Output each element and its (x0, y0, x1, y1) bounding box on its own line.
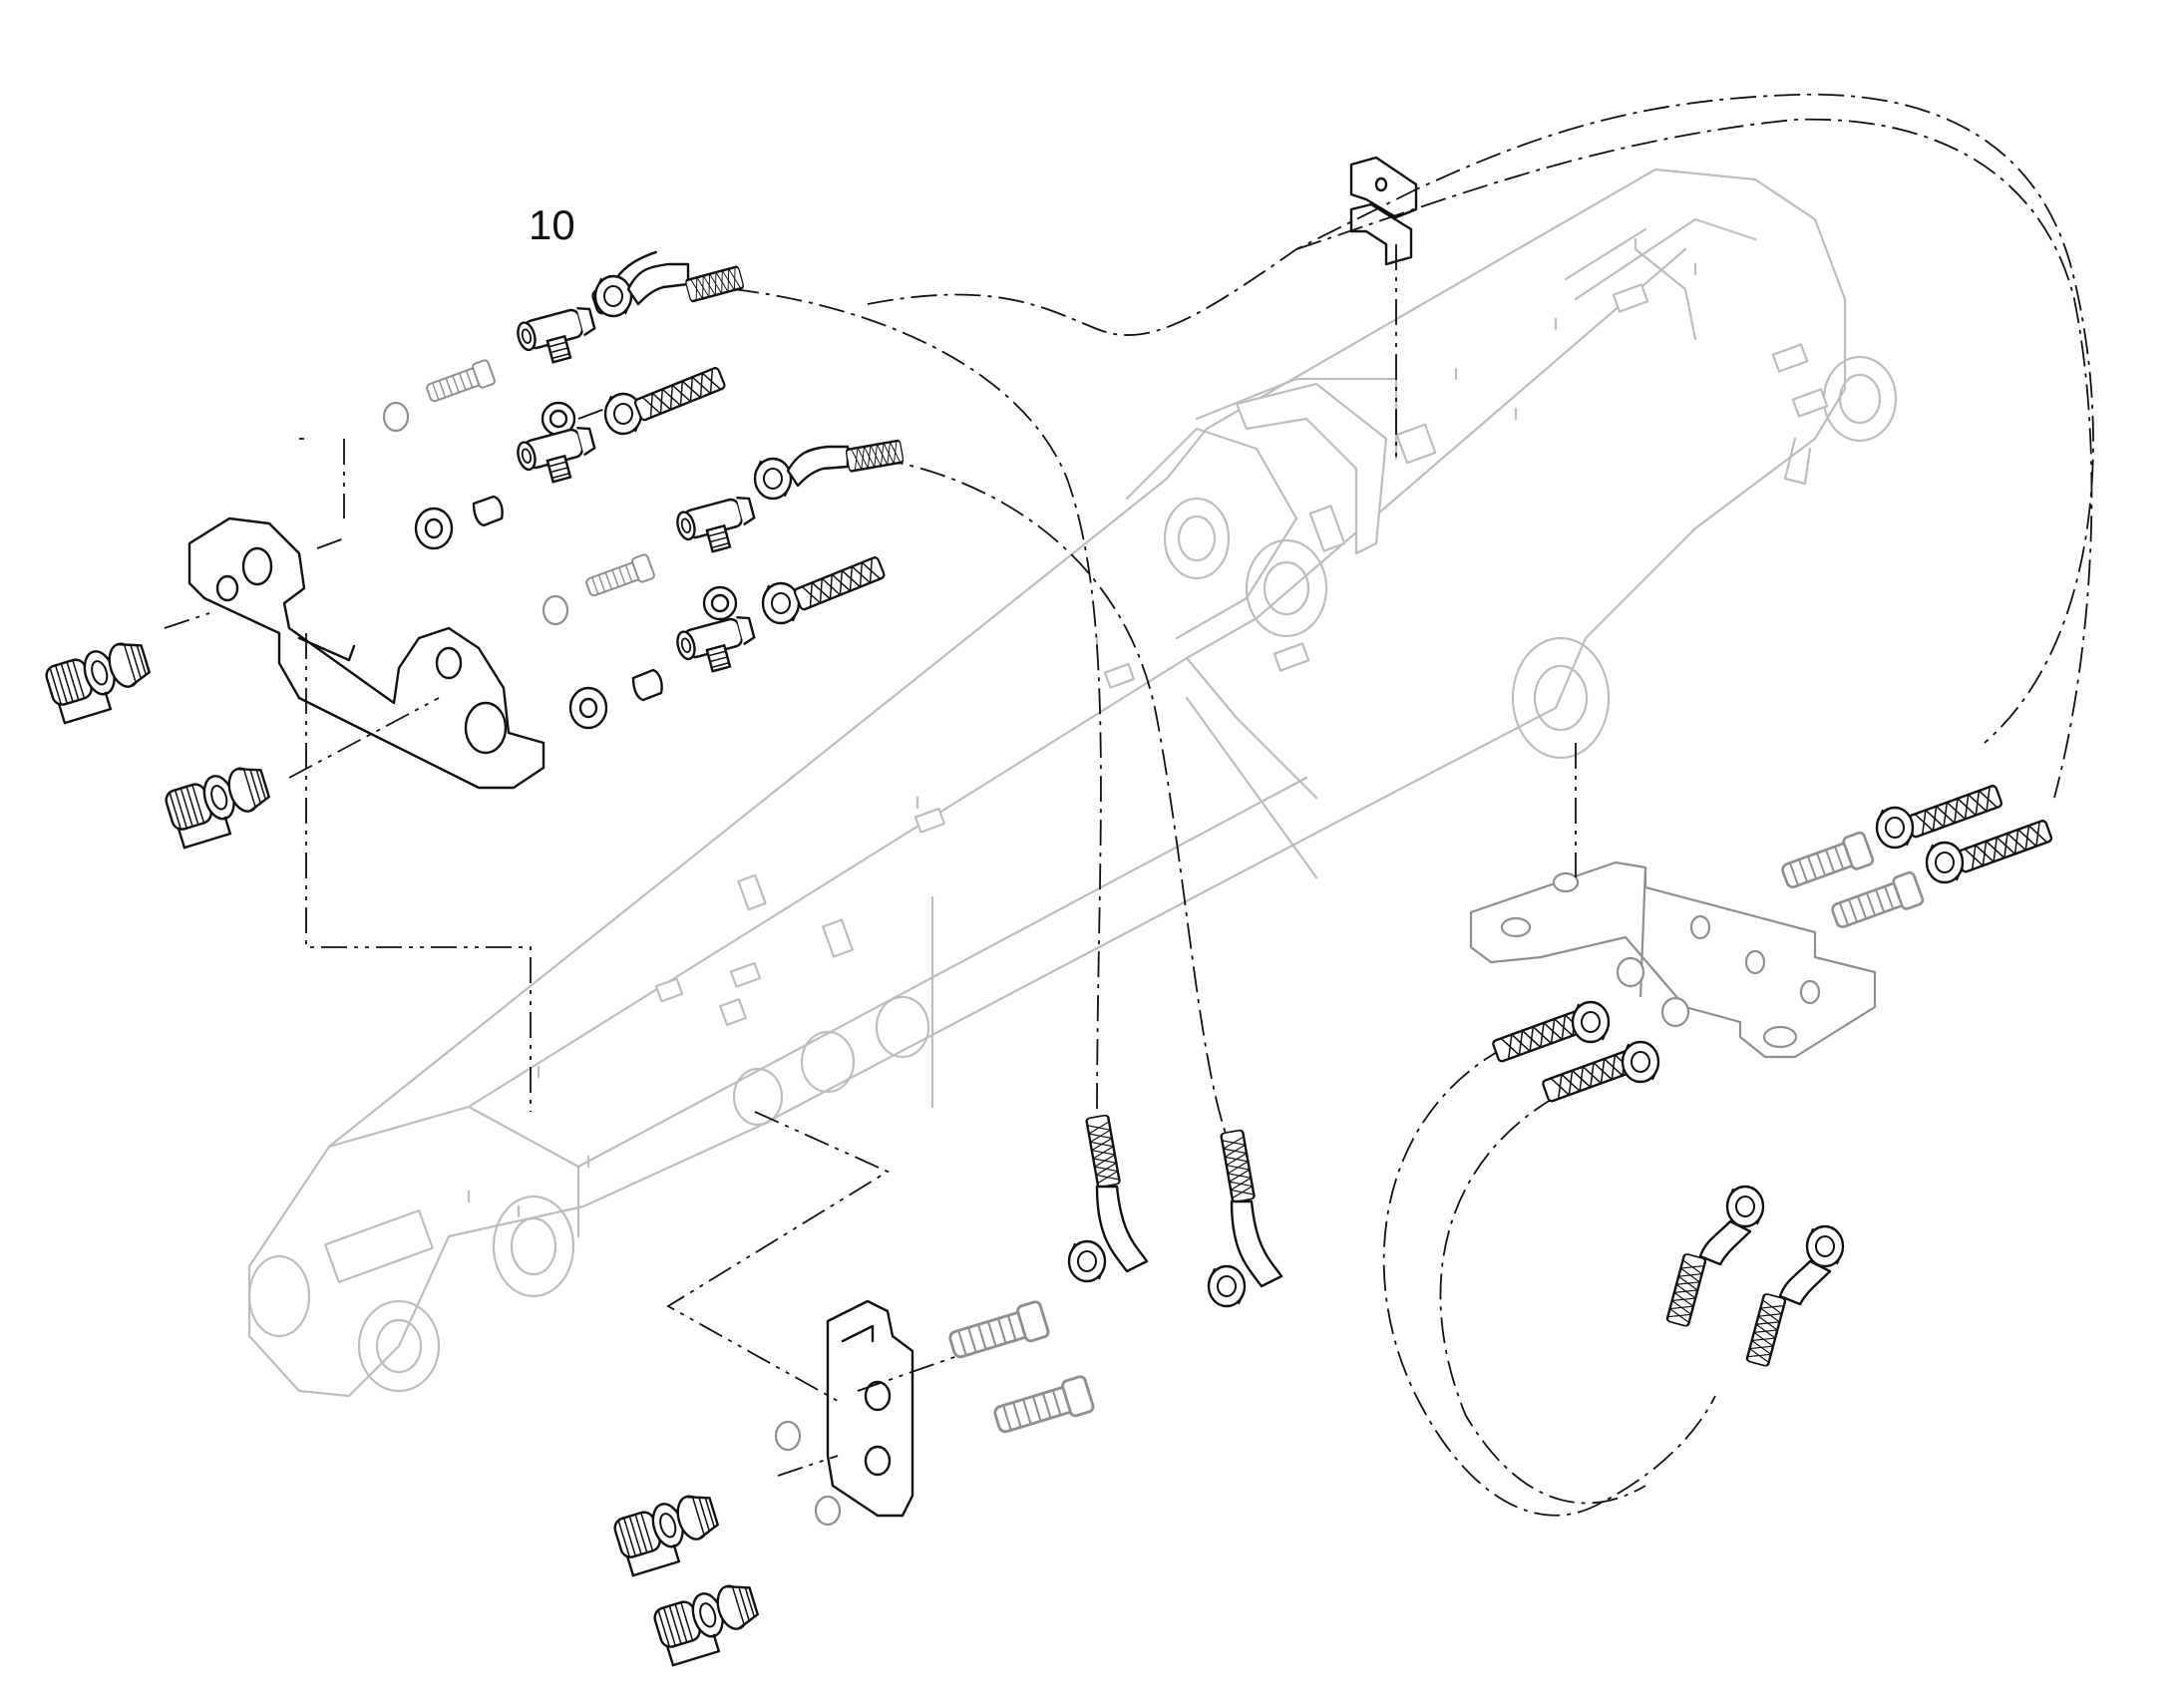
quick-coupler-lower-1 (610, 1489, 726, 1578)
quick-coupler-lower-2 (650, 1578, 766, 1668)
callout-ref-10: 10 (529, 201, 575, 248)
right-mounting-bracket (1469, 860, 1877, 1059)
hose-clamp (1349, 156, 1418, 266)
boom-arm-outline (247, 168, 1898, 1398)
upper-hydraulic-fittings (382, 250, 746, 550)
lower-mounting-plate (826, 1299, 914, 1518)
assembly-leader-lines (164, 93, 2094, 1517)
upper-mounting-bracket (187, 516, 545, 790)
quick-coupler-upper-1 (42, 636, 158, 726)
quick-coupler-upper-2 (162, 761, 277, 851)
upper-hydraulic-fittings-second (542, 439, 906, 730)
lower-hydraulic-fittings (774, 1113, 1283, 1527)
right-hydraulic-fittings (1491, 783, 2054, 1368)
